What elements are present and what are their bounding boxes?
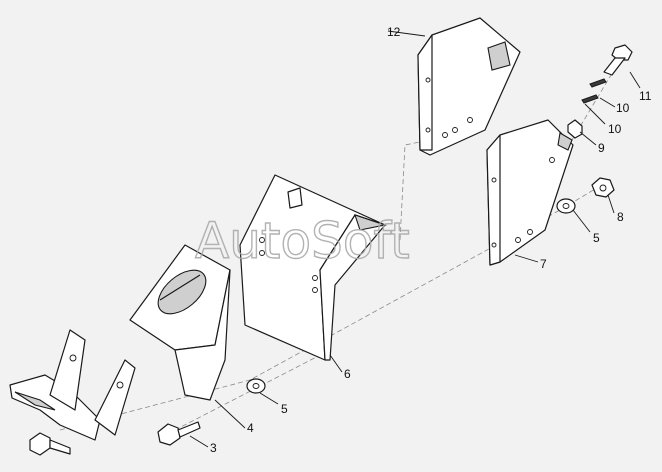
part-3-bolt <box>157 421 201 446</box>
callout-5-lower: 5 <box>281 402 288 416</box>
callout-8: 8 <box>617 210 624 224</box>
part-12-upper-bracket <box>417 17 521 156</box>
callout-leader-lines <box>189 30 641 448</box>
part-11-bolt <box>603 44 633 76</box>
callout-12: 12 <box>387 25 401 39</box>
callout-6: 6 <box>344 367 351 381</box>
part-8-nut <box>591 177 615 198</box>
part-9-spacer <box>567 119 583 139</box>
callout-9: 9 <box>598 141 605 155</box>
part-5-washer-right <box>556 198 576 214</box>
part-6-main-plate <box>239 174 388 361</box>
autosoft-watermark: AutoSoft <box>195 212 410 270</box>
callout-labels: 12 11 10 10 9 8 5 7 6 5 4 3 <box>210 25 652 455</box>
hex-bolt-small <box>29 432 71 456</box>
callout-10-upper: 10 <box>616 101 630 115</box>
part-7-right-bracket <box>486 119 574 266</box>
part-10-spring-washers <box>581 78 607 104</box>
part-5-washer-lower <box>246 378 266 394</box>
callout-4: 4 <box>247 421 254 435</box>
lower-left-bracket <box>9 329 136 441</box>
callout-5-right: 5 <box>593 231 600 245</box>
callout-11: 11 <box>639 89 652 103</box>
oval-cutout-shield <box>129 244 231 401</box>
callout-10-lower: 10 <box>608 122 622 136</box>
callout-7: 7 <box>540 257 547 271</box>
callout-3: 3 <box>210 441 217 455</box>
